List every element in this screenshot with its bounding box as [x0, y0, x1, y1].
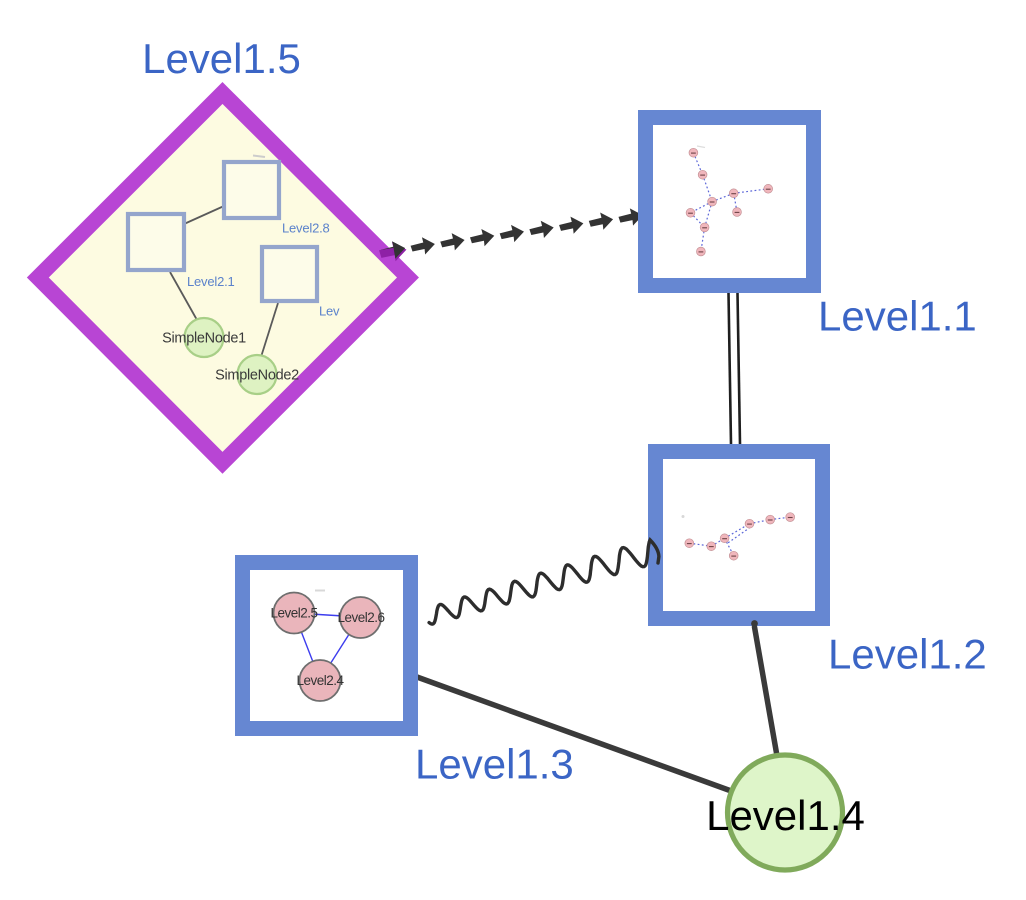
svg-text:SimpleNode2: SimpleNode2 — [215, 368, 299, 384]
svg-text:Level1.2: Level1.2 — [828, 631, 987, 678]
svg-text:Level2.4: Level2.4 — [296, 673, 344, 688]
svg-text:Level2.1: Level2.1 — [187, 274, 235, 289]
svg-text:SimpleNode1: SimpleNode1 — [162, 331, 246, 347]
svg-text:Level2.6: Level2.6 — [337, 610, 384, 625]
svg-text:Level2.5: Level2.5 — [270, 606, 317, 621]
svg-text:Level1.3: Level1.3 — [415, 741, 574, 788]
svg-text:Lev: Lev — [319, 304, 340, 319]
svg-text:Level1.4: Level1.4 — [706, 792, 865, 839]
svg-text:Level1.5: Level1.5 — [142, 35, 301, 82]
svg-text:Level1.1: Level1.1 — [818, 293, 977, 340]
svg-text:Level2.8: Level2.8 — [282, 221, 330, 236]
